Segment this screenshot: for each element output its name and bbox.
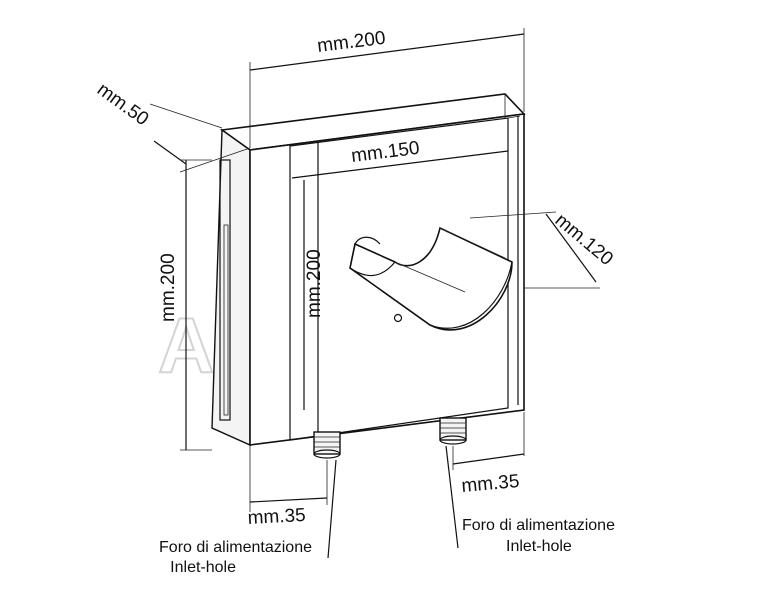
side-slot-inner bbox=[223, 224, 229, 416]
inlet-left bbox=[313, 431, 341, 459]
front-panel-frame bbox=[289, 117, 509, 441]
dim-height-left-label: mm.200 bbox=[158, 253, 179, 322]
screw-hole bbox=[393, 313, 403, 323]
dim-height-inner: mm.200 bbox=[303, 180, 325, 410]
dim-width-top-label: mm.200 bbox=[316, 28, 387, 57]
inlet-right-pipe bbox=[439, 417, 467, 441]
inlet-right-label-line1: Foro di alimentazione bbox=[462, 517, 615, 534]
inlet-left-label-line2: Inlet-hole bbox=[170, 559, 236, 576]
dim-height-left: mm.200 bbox=[158, 159, 212, 451]
inlet-right-label: Foro di alimentazione Inlet-hole bbox=[462, 517, 615, 555]
cradle-body bbox=[349, 226, 513, 331]
inlet-right-label-line2: Inlet-hole bbox=[506, 538, 572, 555]
dim-inlet-left: mm.35 bbox=[247, 446, 328, 529]
cradle bbox=[349, 226, 513, 331]
dim-inlet-right-label: mm.35 bbox=[461, 471, 521, 497]
dim-cradle-depth-label: mm.120 bbox=[551, 210, 617, 270]
dim-height-inner-label: mm.200 bbox=[304, 249, 325, 318]
inlet-left-pipe bbox=[313, 431, 341, 455]
housing-side-face bbox=[211, 128, 251, 447]
inlet-left-label: Foro di alimentazione Inlet-hole bbox=[159, 539, 312, 576]
dim-inlet-left-label: mm.35 bbox=[247, 505, 306, 529]
inlet-right bbox=[439, 417, 467, 445]
dim-depth-top-label: mm.50 bbox=[93, 79, 152, 130]
inlet-left-leader bbox=[327, 459, 337, 559]
inlet-right-leader bbox=[445, 445, 459, 549]
side-slot-outer bbox=[219, 159, 231, 421]
inlet-left-label-line1: Foro di alimentazione bbox=[159, 539, 312, 556]
dim-inlet-right: mm.35 bbox=[452, 412, 525, 497]
